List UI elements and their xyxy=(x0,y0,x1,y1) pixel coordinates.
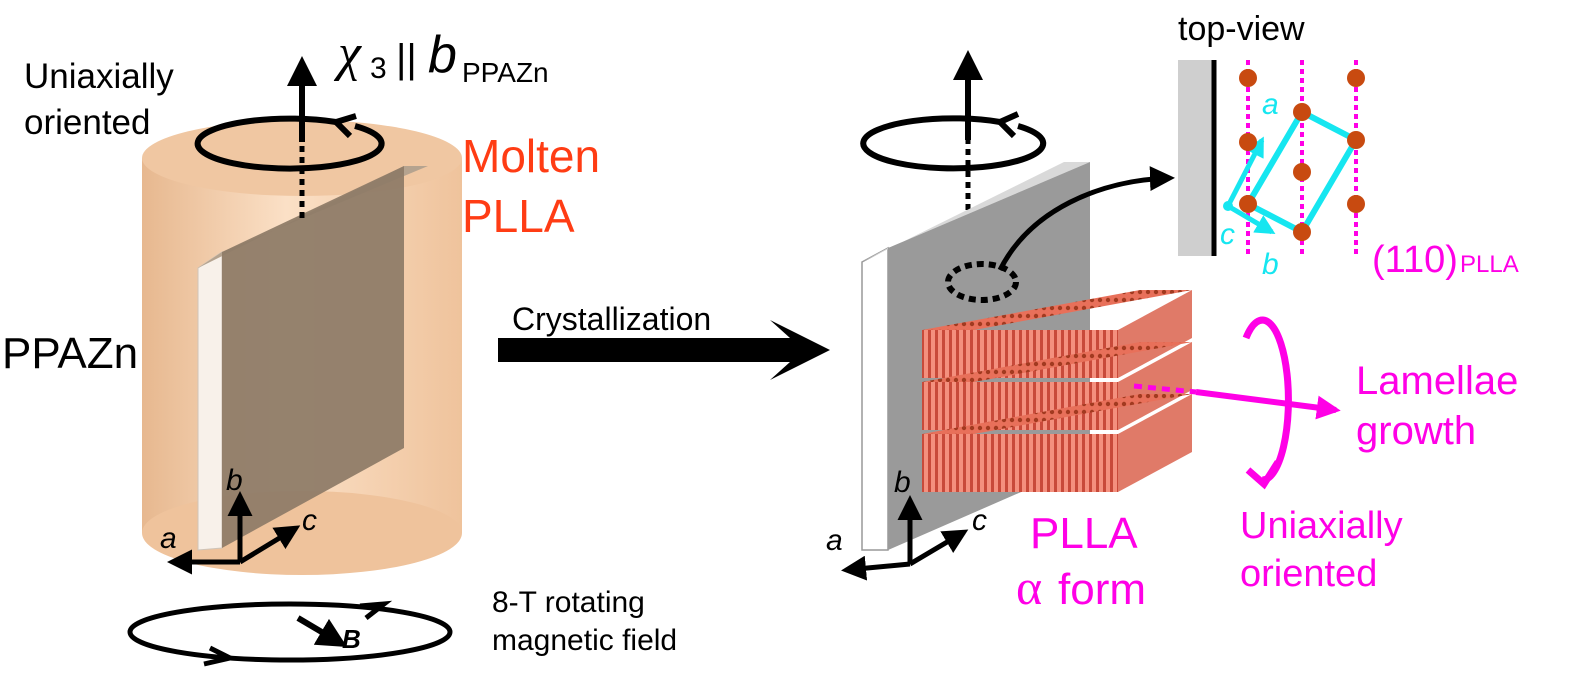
uniaxial-label-line2: oriented xyxy=(24,103,150,142)
b-symbol: b xyxy=(428,26,457,84)
uniaxial-right-line2: oriented xyxy=(1240,553,1377,595)
chi-symbol: χ xyxy=(333,25,362,82)
cell-origin xyxy=(1223,201,1233,211)
cell-a-arrow xyxy=(1225,136,1265,208)
lamellae-stack xyxy=(922,290,1192,492)
plane-label: (110) xyxy=(1372,239,1458,281)
molten-label-line2: PLLA xyxy=(462,190,575,242)
lamellae-line2: growth xyxy=(1356,409,1476,453)
right-axes-triad: b c a xyxy=(826,466,987,581)
left-axes-triad: b c a xyxy=(160,464,317,575)
rotation-ring xyxy=(194,115,385,172)
crystallization-arrow: Crystallization xyxy=(498,301,830,380)
parallel-sign: || xyxy=(396,37,417,81)
lattice-dots xyxy=(1239,69,1365,241)
chi-b-label: χ 3 || b PPAZn xyxy=(333,25,549,88)
growth-dotted-line xyxy=(1133,383,1197,395)
left-axis-c: c xyxy=(302,504,317,537)
top-view-inset: top-view a xyxy=(1178,10,1519,281)
field-label-line1: 8-T rotating xyxy=(492,586,645,619)
plla-form-alpha: α xyxy=(1016,559,1042,615)
uniaxial-right-line1: Uniaxially xyxy=(1240,505,1403,547)
top-view-plate xyxy=(1178,60,1212,256)
left-panel: Uniaxially oriented χ 3 || b PPAZn Molte… xyxy=(2,25,677,667)
cell-b-arrow xyxy=(1226,203,1276,235)
cell-c-label: c xyxy=(1220,218,1235,251)
right-axis-c: c xyxy=(972,504,987,537)
zoom-curve-arrow xyxy=(997,166,1175,272)
right-axis-b: b xyxy=(894,466,911,499)
right-panel: b c a PLLA α form Lamellae growth Uniaxi… xyxy=(826,10,1519,615)
right-rotation-ring xyxy=(860,115,1047,172)
ppazn-label: PPAZn xyxy=(2,329,138,378)
top-view-label: top-view xyxy=(1178,10,1305,48)
cell-b-label: b xyxy=(1262,248,1279,281)
plla-form-line1: PLLA xyxy=(1030,509,1138,558)
right-rotation-ring-arrowhead xyxy=(994,111,1020,139)
left-axis-a: a xyxy=(160,522,177,555)
zoom-circle xyxy=(945,261,1019,303)
magnetic-field-ring: B xyxy=(127,600,453,667)
lamella-3 xyxy=(922,394,1192,492)
b-sub: PPAZn xyxy=(462,57,549,88)
growth-ring-arrowhead xyxy=(1245,460,1281,490)
crystallization-label: Crystallization xyxy=(512,301,711,337)
molten-label-line1: Molten xyxy=(462,130,600,182)
lamellae-line1: Lamellae xyxy=(1356,359,1518,403)
growth-arrow xyxy=(1195,389,1341,420)
rotation-ring-arrowhead xyxy=(330,113,357,139)
field-B-arrow xyxy=(296,615,348,648)
left-axis-b: b xyxy=(226,464,243,497)
right-axis-a: a xyxy=(826,524,843,557)
plane-sub: PLLA xyxy=(1460,251,1519,278)
field-B-label: B xyxy=(342,624,361,654)
plla-form-word: form xyxy=(1058,565,1146,614)
chi-sub: 3 xyxy=(370,52,387,85)
uniaxial-label-line1: Uniaxially xyxy=(24,57,174,96)
ppazn-plate xyxy=(197,166,428,551)
field-label-line2: magnetic field xyxy=(492,624,677,657)
cell-a-label: a xyxy=(1262,88,1279,121)
